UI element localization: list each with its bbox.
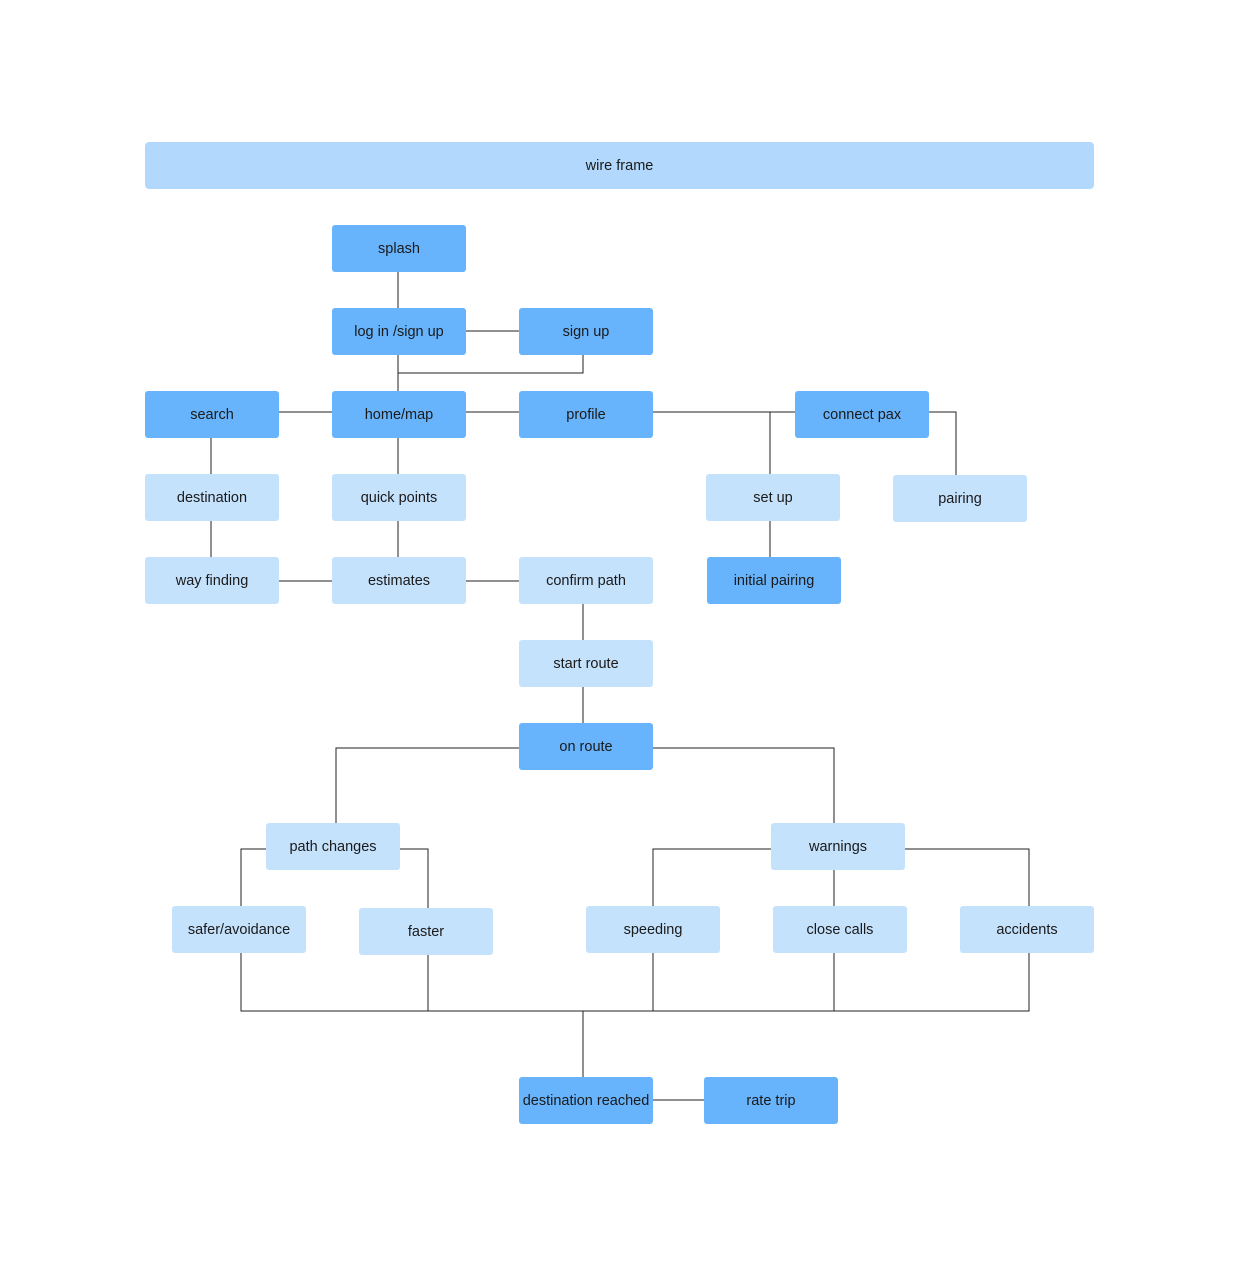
- link-signup-home: [398, 355, 584, 374]
- node-faster[interactable]: faster: [359, 908, 493, 955]
- node-warnings[interactable]: warnings: [771, 823, 905, 870]
- node-path-changes[interactable]: path changes: [266, 823, 400, 870]
- node-safer-avoidance[interactable]: safer/avoidance: [172, 906, 306, 953]
- node-estimates[interactable]: estimates: [332, 557, 466, 604]
- node-home-map[interactable]: home/map: [332, 391, 466, 438]
- node-destination-reached[interactable]: destination reached: [519, 1077, 653, 1124]
- link-merge-bar: [240, 953, 1030, 1012]
- diagram-title: wire frame: [145, 142, 1094, 189]
- node-close-calls[interactable]: close calls: [773, 906, 907, 953]
- node-connect-pax[interactable]: connect pax: [795, 391, 929, 438]
- node-sign-up[interactable]: sign up: [519, 308, 653, 355]
- node-pairing[interactable]: pairing: [893, 475, 1027, 522]
- node-quick-points[interactable]: quick points: [332, 474, 466, 521]
- link-pathchanges-safer: [240, 848, 266, 906]
- link-onroute-pathchanges: [335, 747, 519, 823]
- link-warnings-accidents: [905, 848, 1030, 906]
- node-start-route[interactable]: start route: [519, 640, 653, 687]
- link-pathchanges-faster: [400, 848, 429, 908]
- node-splash[interactable]: splash: [332, 225, 466, 272]
- node-on-route[interactable]: on route: [519, 723, 653, 770]
- node-accidents[interactable]: accidents: [960, 906, 1094, 953]
- node-speeding[interactable]: speeding: [586, 906, 720, 953]
- link-onroute-warnings: [653, 747, 835, 823]
- node-way-finding[interactable]: way finding: [145, 557, 279, 604]
- node-profile[interactable]: profile: [519, 391, 653, 438]
- node-destination[interactable]: destination: [145, 474, 279, 521]
- node-login-signup[interactable]: log in /sign up: [332, 308, 466, 355]
- node-confirm-path[interactable]: confirm path: [519, 557, 653, 604]
- node-search[interactable]: search: [145, 391, 279, 438]
- node-rate-trip[interactable]: rate trip: [704, 1077, 838, 1124]
- link-warnings-speeding: [652, 848, 771, 906]
- node-initial-pairing[interactable]: initial pairing: [707, 557, 841, 604]
- node-set-up[interactable]: set up: [706, 474, 840, 521]
- link-connect-pairing: [929, 411, 957, 475]
